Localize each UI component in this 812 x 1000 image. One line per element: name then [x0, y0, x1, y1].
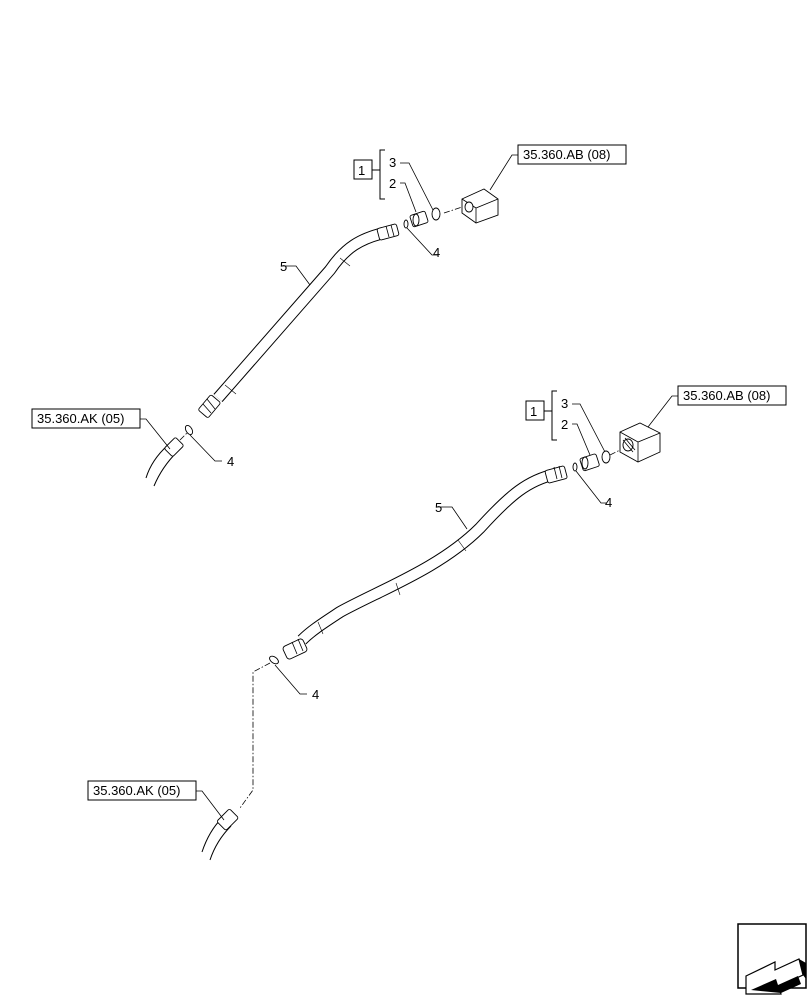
tube-ref-text: 35.360.AK (05)	[93, 783, 180, 798]
label-hose: 5	[435, 500, 442, 515]
assembly-bottom: 1 3 2 35.360.AB (08)	[87, 385, 787, 861]
valve-ref-text: 35.360.AB (08)	[683, 388, 770, 403]
valve-ref-box	[677, 385, 787, 406]
kit-bracket-bottom: 1 3 2	[525, 390, 606, 456]
tube-end-bottom	[201, 809, 239, 861]
label-4-upper: 4	[605, 495, 612, 510]
valve-ref-top: 35.360.AB (08)	[489, 144, 627, 191]
label-4-upper: 4	[433, 245, 440, 260]
kit-number: 1	[530, 404, 537, 419]
fittings-bottom-valve: 4	[572, 450, 612, 510]
valve-ref-text: 35.360.AB (08)	[523, 147, 610, 162]
valve-block-bottom	[619, 422, 661, 463]
tube-ref-text: 35.360.AK (05)	[37, 411, 124, 426]
oring-bottom-tube: 4	[239, 655, 319, 809]
kit-item-3: 3	[389, 155, 396, 170]
kit-item-3: 3	[561, 396, 568, 411]
fittings-top-valve: 4	[403, 207, 441, 260]
label-4-lower: 4	[312, 687, 319, 702]
valve-block-top	[461, 188, 499, 224]
hose-bottom: 5	[282, 465, 568, 660]
valve-ref-box	[517, 144, 627, 165]
oring-top-tube: 4	[184, 424, 234, 469]
assembly-top: 1 3 2 35.360.AB (08) 4	[31, 144, 627, 487]
hose-top: 5	[198, 223, 400, 418]
tube-ref-bottom: 35.360.AK (05)	[87, 780, 225, 821]
kit-number: 1	[358, 163, 365, 178]
kit-item-2: 2	[389, 176, 396, 191]
valve-ref-bottom: 35.360.AB (08)	[647, 385, 787, 428]
tube-end-top	[145, 431, 189, 487]
tube-ref-top: 35.360.AK (05)	[31, 408, 171, 450]
tube-ref-box	[87, 780, 197, 801]
tube-ref-box	[31, 408, 141, 429]
kit-item-2: 2	[561, 417, 568, 432]
arrow-navigation-icon[interactable]	[737, 923, 807, 995]
label-4-lower: 4	[227, 454, 234, 469]
label-hose: 5	[280, 259, 287, 274]
kit-bracket-top: 1 3 2	[353, 149, 434, 213]
